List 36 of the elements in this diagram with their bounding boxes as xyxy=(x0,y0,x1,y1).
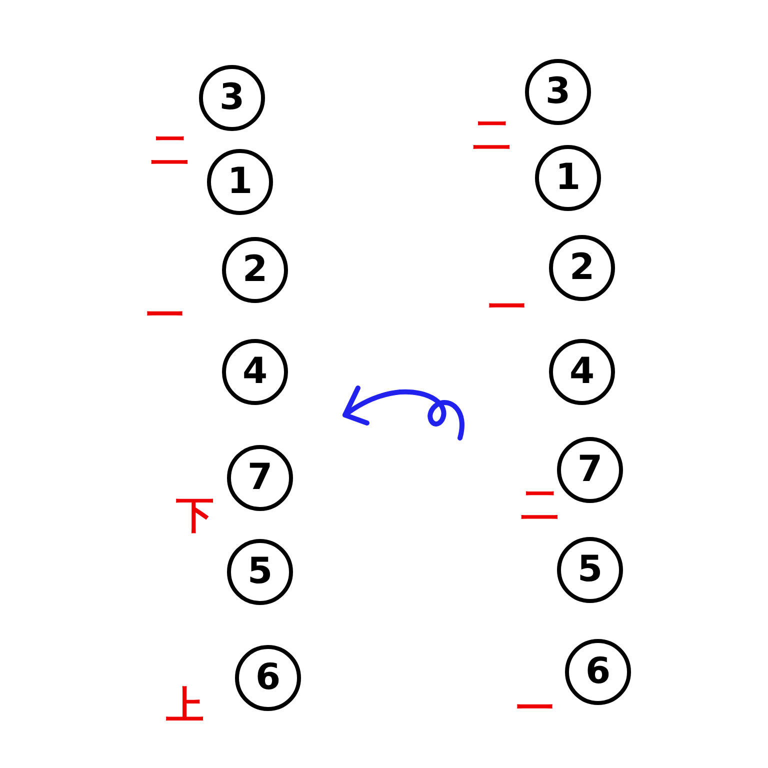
number-circle xyxy=(199,65,265,131)
circled-number: 6 xyxy=(585,654,611,690)
number-circle xyxy=(227,539,293,605)
annotation-mark: 下 xyxy=(176,496,214,534)
circled-number: 6 xyxy=(255,660,281,696)
number-circle xyxy=(222,237,288,303)
number-circle xyxy=(549,339,615,405)
number-circle xyxy=(549,235,615,301)
annotation-mark: 一 xyxy=(146,296,184,334)
number-circle xyxy=(535,145,601,211)
circled-number: 1 xyxy=(555,160,581,196)
circled-number: 5 xyxy=(577,552,603,588)
circled-number: 2 xyxy=(569,250,595,286)
circled-number: 3 xyxy=(545,74,571,110)
annotation-mark: 上 xyxy=(166,686,204,724)
annotation-mark: 一 xyxy=(488,288,526,326)
number-circle xyxy=(525,59,591,125)
number-circle xyxy=(565,639,631,705)
number-circle xyxy=(207,149,273,215)
annotation-mark: 二 xyxy=(473,116,511,154)
circled-number: 5 xyxy=(247,554,273,590)
number-circle xyxy=(557,537,623,603)
circled-number: 2 xyxy=(242,252,268,288)
circled-number: 4 xyxy=(242,354,268,390)
circled-number: 4 xyxy=(569,354,595,390)
circled-number: 1 xyxy=(227,164,253,200)
circled-number: 3 xyxy=(219,80,245,116)
number-circle xyxy=(222,339,288,405)
number-circle xyxy=(557,437,623,503)
circled-number: 7 xyxy=(577,452,603,488)
annotation-mark: 二 xyxy=(151,131,189,169)
annotation-mark: 二 xyxy=(521,486,559,524)
number-circle xyxy=(235,645,301,711)
annotation-mark: 一 xyxy=(516,689,554,727)
number-circle xyxy=(227,445,293,511)
circled-number: 7 xyxy=(247,460,273,496)
